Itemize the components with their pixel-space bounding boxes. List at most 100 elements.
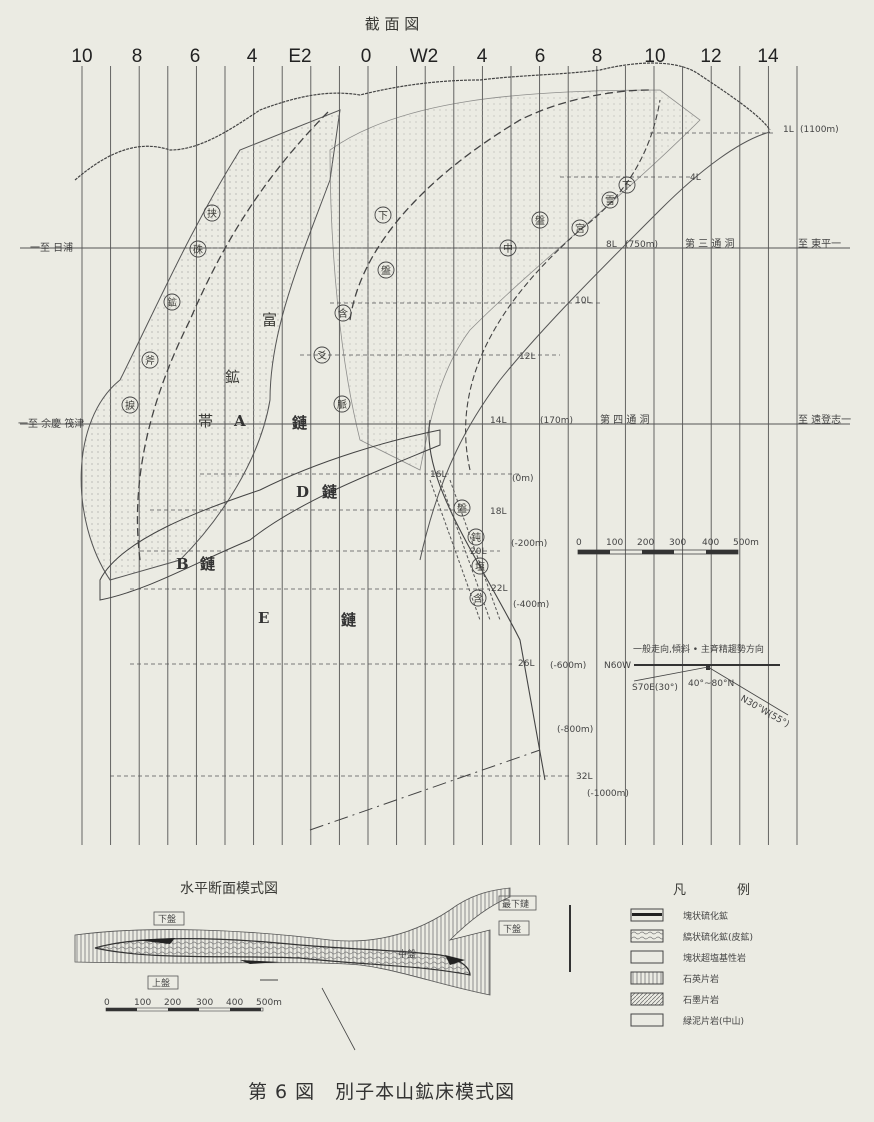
col-label: 6 xyxy=(535,46,546,67)
ore-body-a: A xyxy=(233,412,246,430)
ore-lens xyxy=(94,938,471,976)
circled-mark-text: 爻 xyxy=(317,350,327,362)
circled-mark xyxy=(334,304,352,322)
ore-boundary xyxy=(465,99,661,471)
level-label: 10L xyxy=(575,296,591,306)
ore-body-d-kanji: 鏈 xyxy=(322,483,338,501)
hs-label-box xyxy=(498,920,530,936)
strike-n60w: N60W xyxy=(604,661,631,671)
level-elev: (0m) xyxy=(512,474,534,484)
legend-item: 石英片岩 xyxy=(683,973,719,985)
scale-tick: 100 xyxy=(606,538,623,548)
ore-body-b-kanji: 鏈 xyxy=(200,555,216,573)
circled-mark-text: 雪 xyxy=(605,195,615,207)
circled-mark xyxy=(141,351,159,369)
rich-zone-label: 富 xyxy=(262,311,277,329)
level-label: 14L xyxy=(490,416,506,426)
col-label: 8 xyxy=(132,46,143,67)
level-elev: (-800m) xyxy=(557,725,593,735)
legend-item: 塊状超塩基性岩 xyxy=(683,952,746,964)
ore-body-a-kanji: 鏈 xyxy=(292,414,308,432)
circled-mark xyxy=(571,219,589,237)
circled-mark-text: 下 xyxy=(622,181,632,192)
surface-line xyxy=(74,62,771,181)
circled-mark-text: 塩 xyxy=(475,560,485,573)
circled-mark-text: 盤 xyxy=(457,502,467,515)
legend-item: 緑泥片岩(中山) xyxy=(683,1015,744,1027)
circled-mark-text: 挟 xyxy=(207,207,217,220)
col-label: 0 xyxy=(361,46,372,67)
scale-tick: 0 xyxy=(576,538,582,548)
col-label: 8 xyxy=(592,46,603,67)
col-label: E2 xyxy=(288,46,311,67)
hs-label: 最下鏈 xyxy=(502,898,529,910)
circled-mark xyxy=(467,528,485,546)
strike-dip: 40°~80°N xyxy=(688,679,734,689)
col-label: 4 xyxy=(247,46,258,67)
horizontal-section-title: 水平断面模式図 xyxy=(180,881,278,897)
hs-scale-tick: 400 xyxy=(226,998,243,1008)
ore-boundary xyxy=(349,89,651,321)
circled-mark-text: 斧 xyxy=(145,355,155,367)
circled-mark-text: 盤 xyxy=(381,264,391,277)
circled-mark xyxy=(499,239,517,257)
scale-tick: 300 xyxy=(669,538,686,548)
scale-tick: 200 xyxy=(637,538,654,548)
hs-scale-tick: 200 xyxy=(164,998,181,1008)
ore-shoot-bd xyxy=(99,429,441,601)
level-label: 20L xyxy=(470,547,486,557)
level-elev: (-200m) xyxy=(511,539,547,549)
circled-mark xyxy=(377,261,395,279)
fault-line xyxy=(428,419,546,781)
circled-mark-text: 含 xyxy=(473,592,483,605)
ore-zone-main xyxy=(80,109,341,581)
level-elev: (-1000m) xyxy=(587,789,629,799)
circled-mark-text: 盤 xyxy=(535,214,545,227)
level-label: 18L xyxy=(490,507,506,517)
host-rock xyxy=(74,887,511,996)
hs-label: 中盤 xyxy=(398,948,416,960)
legend-title: 例 xyxy=(737,883,750,898)
level-elev: (170m) xyxy=(540,416,573,426)
legend-item: 石墨片岩 xyxy=(683,994,719,1006)
circled-mark-text: 脈 xyxy=(337,398,347,411)
lower-boundary xyxy=(309,749,541,831)
level-label: 12L xyxy=(519,352,535,362)
ore-body-e: E xyxy=(258,609,269,627)
hs-label-box xyxy=(498,895,537,911)
circled-mark xyxy=(203,204,221,222)
circled-mark-text: 硃 xyxy=(193,243,203,256)
hs-scale-tick: 500m xyxy=(256,998,282,1008)
hs-label: 下盤 xyxy=(158,913,176,925)
hs-label: 下盤 xyxy=(503,923,521,935)
legend: 凡 例 塊状硫化鉱 縞状硫化鉱(皮鉱) 塊状超塩基性岩 石英片岩 石墨片岩 緑泥… xyxy=(630,883,753,1027)
hs-scale-tick: 300 xyxy=(196,998,213,1008)
tunnel-label: 至 遠登志一 xyxy=(798,413,851,426)
scale-tick: 500m xyxy=(733,538,759,548)
circled-mark-text: 中 xyxy=(503,242,513,255)
col-label: 14 xyxy=(757,46,779,67)
circled-mark xyxy=(453,499,471,517)
circled-mark xyxy=(313,346,331,364)
col-label: 6 xyxy=(190,46,201,67)
strike-s70e: S70E(30°) xyxy=(632,683,678,693)
level-label: 22L xyxy=(491,584,507,594)
level-elev: (-400m) xyxy=(513,600,549,610)
circled-mark xyxy=(531,211,549,229)
circled-mark xyxy=(333,395,351,413)
legend-title: 凡 xyxy=(673,883,686,898)
circled-mark-text: 鉱 xyxy=(167,296,177,309)
ore-body-labels: 富 鉱 帯 A 鏈 B 鏈 D 鏈 E 鏈 xyxy=(176,311,357,629)
col-label: 4 xyxy=(477,46,488,67)
level-label: 8L xyxy=(606,240,617,250)
hs-label-box xyxy=(147,975,179,990)
level-elev: (-600m) xyxy=(550,661,586,671)
level-elev: (1100m) xyxy=(800,125,839,135)
tunnel-label: 一至 日浦 xyxy=(30,241,73,254)
level-label: 1L xyxy=(783,125,794,135)
rich-zone-label: 鉱 xyxy=(225,368,240,386)
ore-body-b: B xyxy=(176,555,189,573)
column-labels: 10 8 6 4 E2 0 W2 4 6 8 10 12 14 xyxy=(71,46,779,67)
level-elev: (750m) xyxy=(625,240,658,250)
